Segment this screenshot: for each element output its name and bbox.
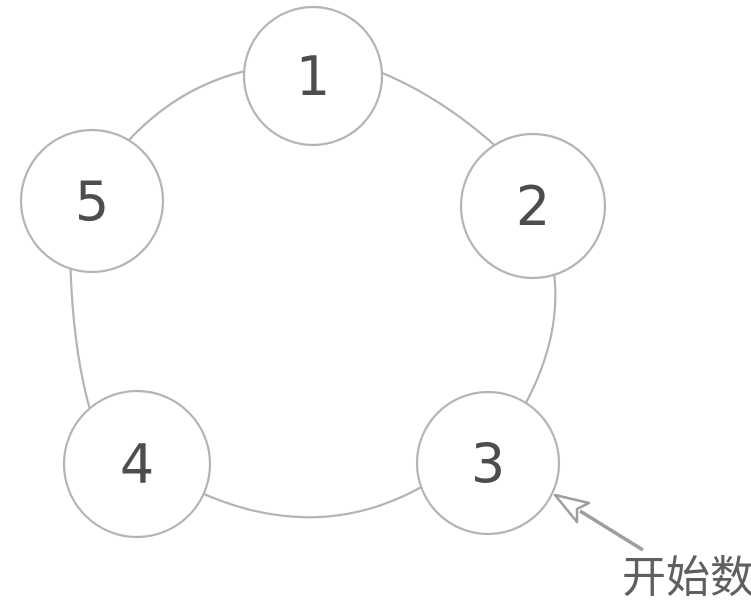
node-1-circle [242,5,384,147]
node-2: 2 [459,132,607,280]
ring-arc-2-3 [521,259,557,411]
node-4: 4 [62,389,212,539]
ring-arc-5-1 [119,68,251,151]
node-1: 1 [242,5,384,147]
node-2-label: 2 [516,175,550,238]
ring-arc-3-4 [194,484,426,519]
arrow-shaft [579,509,644,552]
node-4-circle [62,389,212,539]
node-5-circle [19,128,165,274]
ring [68,68,557,519]
node-3-label: 3 [471,432,505,495]
node-2-circle [459,132,607,280]
node-4-label: 4 [120,433,154,496]
start-annotation: 开始数 [553,493,751,603]
node-5: 5 [19,128,165,274]
ring-arc-1-2 [374,68,501,151]
node-1-label: 1 [296,45,330,108]
start-label: 开始数 [622,552,751,603]
node-3: 3 [415,390,561,536]
node-3-circle [415,390,561,536]
arrow-head-icon [553,493,591,524]
node-5-label: 5 [75,170,109,233]
